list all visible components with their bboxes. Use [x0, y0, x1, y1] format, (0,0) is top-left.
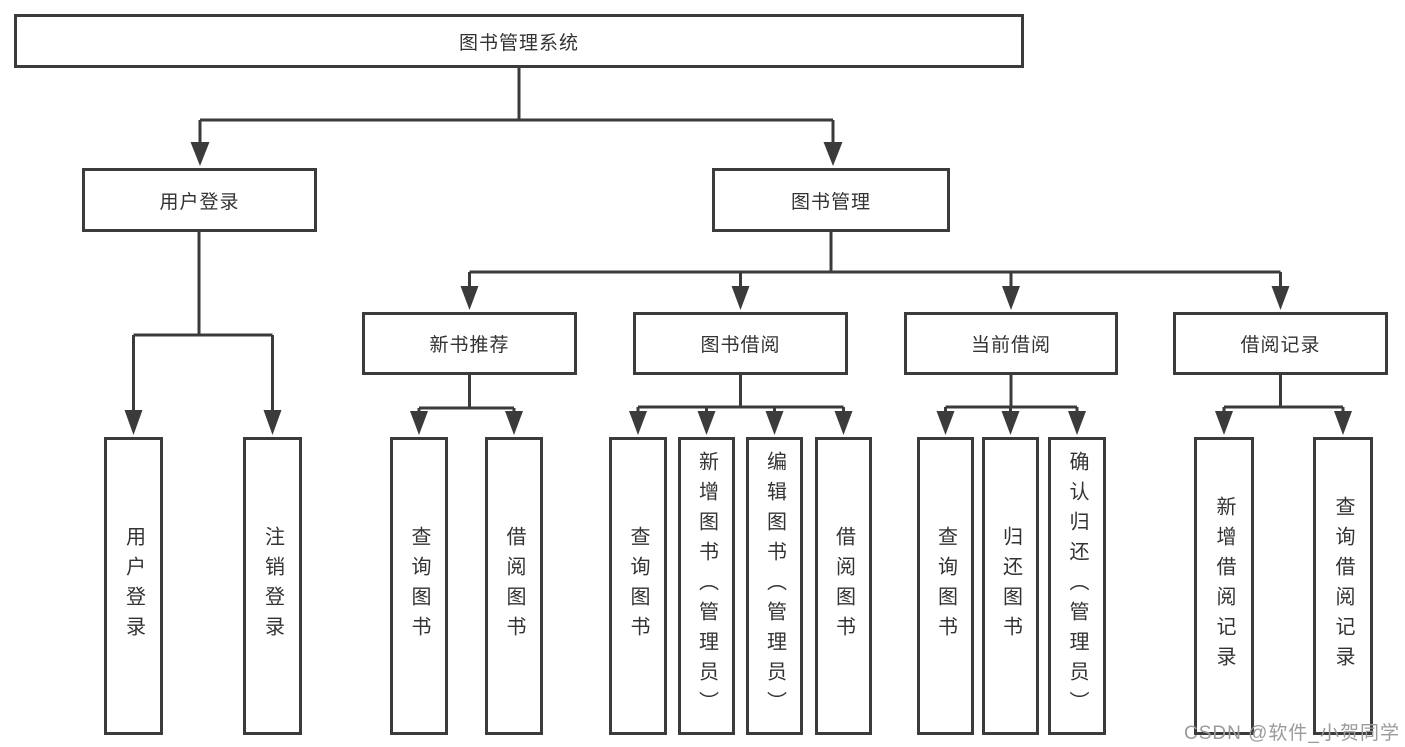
arrowhead-current-return	[1001, 411, 1020, 435]
node-root: 图书管理系统	[14, 14, 1024, 68]
edge-borrowing-children	[636, 375, 845, 413]
node-book-management: 图书管理	[712, 168, 950, 232]
node-new-book-recommend: 新书推荐	[362, 312, 577, 375]
node-new-book-recommend-label: 新书推荐	[429, 335, 510, 356]
arrowhead-book-borrowing	[731, 286, 750, 310]
edge-records-children	[1222, 375, 1345, 413]
arrowhead-user-login	[190, 142, 210, 166]
node-book-management-label: 图书管理	[790, 191, 871, 213]
leaf-user-login-label: 用户登录	[122, 526, 145, 646]
arrowhead-leaf-logout	[263, 410, 282, 435]
arrowhead-recommend-borrow	[505, 411, 523, 435]
leaf-records-query-borrow-record-label: 查询借阅记录	[1332, 496, 1354, 676]
leaf-current-confirm-return-admin: 确认归还（管理员）	[1048, 437, 1106, 735]
arrowhead-records-add	[1215, 411, 1233, 435]
leaf-recommend-query-books: 查询图书	[390, 437, 448, 735]
node-borrowing-records-label: 借阅记录	[1240, 335, 1321, 356]
leaf-current-confirm-return-admin-label: 确认归还（管理员）	[1066, 451, 1088, 721]
arrowhead-recommend-query	[410, 411, 428, 435]
edge-user-login-children	[132, 232, 274, 412]
leaf-recommend-borrow-books: 借阅图书	[485, 437, 543, 735]
leaf-logout: 注销登录	[243, 437, 302, 735]
leaf-current-return-books-label: 归还图书	[999, 526, 1022, 646]
arrowhead-borrowing-query	[629, 411, 647, 435]
leaf-borrowing-add-books-admin-label: 新增图书（管理员）	[695, 451, 718, 721]
edge-current-children	[944, 375, 1079, 413]
arrowhead-leaf-user-login	[124, 410, 143, 435]
arrowhead-borrowing-edit	[765, 411, 784, 435]
arrowhead-records-query	[1334, 411, 1352, 435]
leaf-records-add-borrow-record-label: 新增借阅记录	[1213, 496, 1235, 676]
arrowhead-borrowing-add	[697, 411, 716, 435]
node-root-label: 图书管理系统	[458, 32, 579, 54]
node-current-borrowing-label: 当前借阅	[970, 335, 1051, 356]
arrowhead-borrowing-records	[1271, 286, 1290, 310]
leaf-records-add-borrow-record: 新增借阅记录	[1194, 437, 1254, 735]
leaf-recommend-query-books-label: 查询图书	[408, 526, 430, 646]
leaf-current-return-books: 归还图书	[982, 437, 1039, 735]
node-book-borrowing-label: 图书借阅	[700, 335, 781, 356]
arrowhead-current-query	[936, 411, 955, 435]
leaf-records-query-borrow-record: 查询借阅记录	[1313, 437, 1373, 735]
leaf-borrowing-edit-books-admin: 编辑图书（管理员）	[746, 437, 803, 735]
leaf-logout-label: 注销登录	[261, 526, 284, 646]
leaf-borrowing-query-books-label: 查询图书	[627, 526, 649, 646]
leaf-user-login: 用户登录	[104, 437, 163, 735]
edge-recommend-children	[417, 375, 516, 413]
leaf-borrowing-add-books-admin: 新增图书（管理员）	[678, 437, 735, 735]
arrowhead-book-management	[823, 142, 843, 166]
node-user-login-label: 用户登录	[159, 191, 240, 213]
arrowhead-borrowing-borrow	[834, 411, 853, 435]
arrowhead-new-book-recommend	[460, 286, 479, 310]
leaf-borrowing-borrow-books: 借阅图书	[815, 437, 872, 735]
edge-root-to-level2	[198, 68, 835, 144]
node-current-borrowing: 当前借阅	[904, 312, 1118, 375]
arrowhead-current-borrowing	[1002, 286, 1020, 310]
leaf-current-query-books: 查询图书	[917, 437, 974, 735]
edge-book-management-children	[468, 232, 1282, 288]
leaf-recommend-borrow-books-label: 借阅图书	[503, 526, 525, 646]
leaf-borrowing-borrow-books-label: 借阅图书	[832, 526, 855, 646]
leaf-current-query-books-label: 查询图书	[934, 526, 957, 646]
node-book-borrowing: 图书借阅	[633, 312, 848, 375]
leaf-borrowing-query-books: 查询图书	[609, 437, 667, 735]
node-borrowing-records: 借阅记录	[1173, 312, 1388, 375]
arrowhead-current-confirm	[1068, 411, 1086, 435]
leaf-borrowing-edit-books-admin-label: 编辑图书（管理员）	[763, 451, 786, 721]
node-user-login: 用户登录	[82, 168, 317, 232]
csdn-watermark: CSDN @软件_小贺同学	[1184, 723, 1400, 744]
